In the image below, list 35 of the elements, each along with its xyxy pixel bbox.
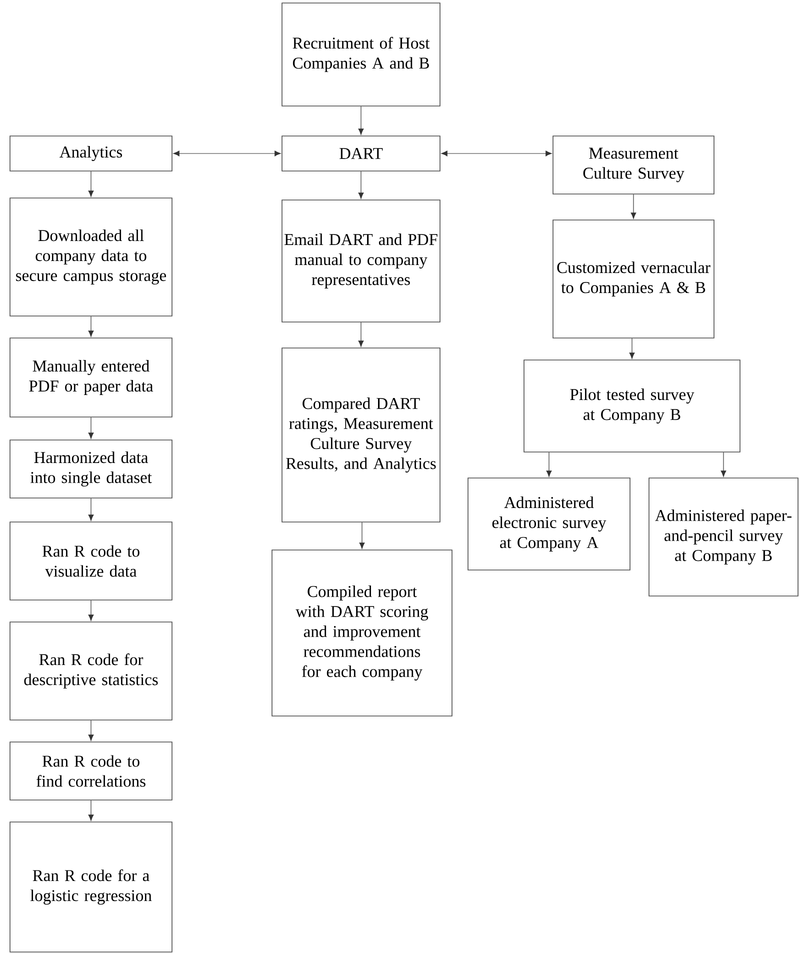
process-box: Pilot tested survey at Company B bbox=[524, 360, 740, 452]
arrow bbox=[720, 452, 726, 477]
arrow bbox=[629, 338, 635, 359]
arrow bbox=[358, 106, 364, 135]
process-box: Ran R code to visualize data bbox=[10, 522, 172, 600]
process-box: Harmonized data into single dataset bbox=[10, 440, 172, 498]
process-box: Compiled report with DART scoring and improvement recommendations for each company bbox=[272, 550, 452, 716]
arrow bbox=[358, 322, 364, 347]
arrow bbox=[441, 150, 552, 156]
arrow bbox=[88, 316, 94, 337]
arrow bbox=[173, 150, 281, 156]
arrow bbox=[630, 194, 636, 219]
arrow bbox=[88, 417, 94, 439]
process-box: Customized vernacular to Companies A & B bbox=[552, 220, 714, 338]
arrow bbox=[88, 720, 94, 741]
arrow bbox=[88, 800, 94, 821]
arrow bbox=[88, 171, 94, 197]
arrow bbox=[359, 522, 365, 549]
process-box: Manually entered PDF or paper data bbox=[10, 338, 172, 418]
arrow bbox=[546, 452, 552, 477]
arrow bbox=[88, 600, 94, 621]
process-box: Recruitment of Host Companies A and B bbox=[282, 2, 440, 106]
process-box: Ran R code for descriptive statistics bbox=[10, 622, 172, 720]
arrow bbox=[88, 498, 94, 521]
process-box: Ran R code to find correlations bbox=[10, 742, 172, 800]
process-box: Measurement Culture Survey bbox=[552, 136, 714, 194]
process-box: Email DART and PDF manual to company representatives bbox=[282, 200, 440, 322]
process-box: Administered electronic survey at Company A bbox=[468, 478, 630, 570]
process-box: Ran R code for a logistic regression bbox=[10, 822, 172, 952]
process-box: Administered paper-and-pencil survey at Company B bbox=[648, 478, 798, 596]
process-box: DART bbox=[282, 136, 440, 172]
process-box: Analytics bbox=[10, 136, 172, 172]
process-box: Compared DART ratings, Measurement Culture Survey Results, and Analytics bbox=[282, 348, 440, 522]
arrow bbox=[358, 171, 364, 199]
process-box: Downloaded all company data to secure campus storage bbox=[10, 198, 172, 316]
